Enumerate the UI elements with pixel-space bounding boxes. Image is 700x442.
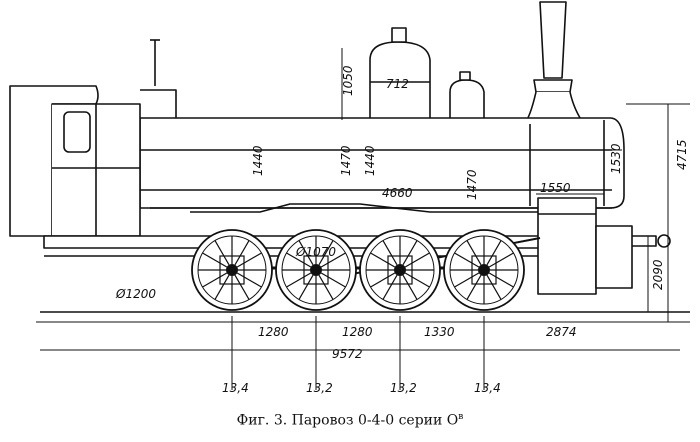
sand-dome [449,71,485,118]
dim-wheelbase-3: 1330 [424,325,455,339]
dim-front-length: 1550 [540,181,571,195]
dim-boiler-height-1: 1440 [251,145,265,176]
dim-front-overhang: 2874 [546,325,577,339]
dim-boiler-height-3: 1440 [363,145,377,176]
axle-load-4: 13,4 [474,381,501,395]
dim-buffer-height: 2090 [651,259,665,290]
dim-boiler-height-2: 1470 [339,145,353,176]
driving-wheel [359,229,441,311]
axle-load-3: 13,2 [390,381,417,395]
dim-wheel-diameter: Ø1070 [295,245,336,259]
dim-total-length: 9572 [332,347,363,361]
cylinder [537,197,671,295]
figure-caption: Фиг. 3. Паровоз 0-4-0 серии Ов [0,412,700,429]
dim-total-height: 4715 [675,139,689,170]
chimney [523,1,585,125]
driving-wheel [443,229,525,311]
wheel-set [191,229,525,311]
dim-wheelbase-1: 1280 [258,325,289,339]
axle-load-2: 13,2 [306,381,333,395]
dim-boiler-height-4: 1470 [465,169,479,200]
dim-wheelbase-2: 1280 [342,325,373,339]
dim-dome-height: 1050 [341,65,355,96]
axle-load-1: 13,4 [222,381,249,395]
dim-dome-width: 712 [386,77,409,91]
dim-boiler-length: 4660 [382,186,413,200]
dim-wheel-diameter-rear: Ø1200 [115,287,156,301]
cab [9,39,177,237]
driving-wheel [275,229,357,311]
dim-smokebox-height: 1530 [609,143,623,174]
caption-text: Фиг. 3. Паровоз 0-4-0 серии О [236,412,459,429]
driving-wheel [191,229,273,311]
steam-dome [369,27,431,118]
caption-superscript: в [458,412,464,422]
